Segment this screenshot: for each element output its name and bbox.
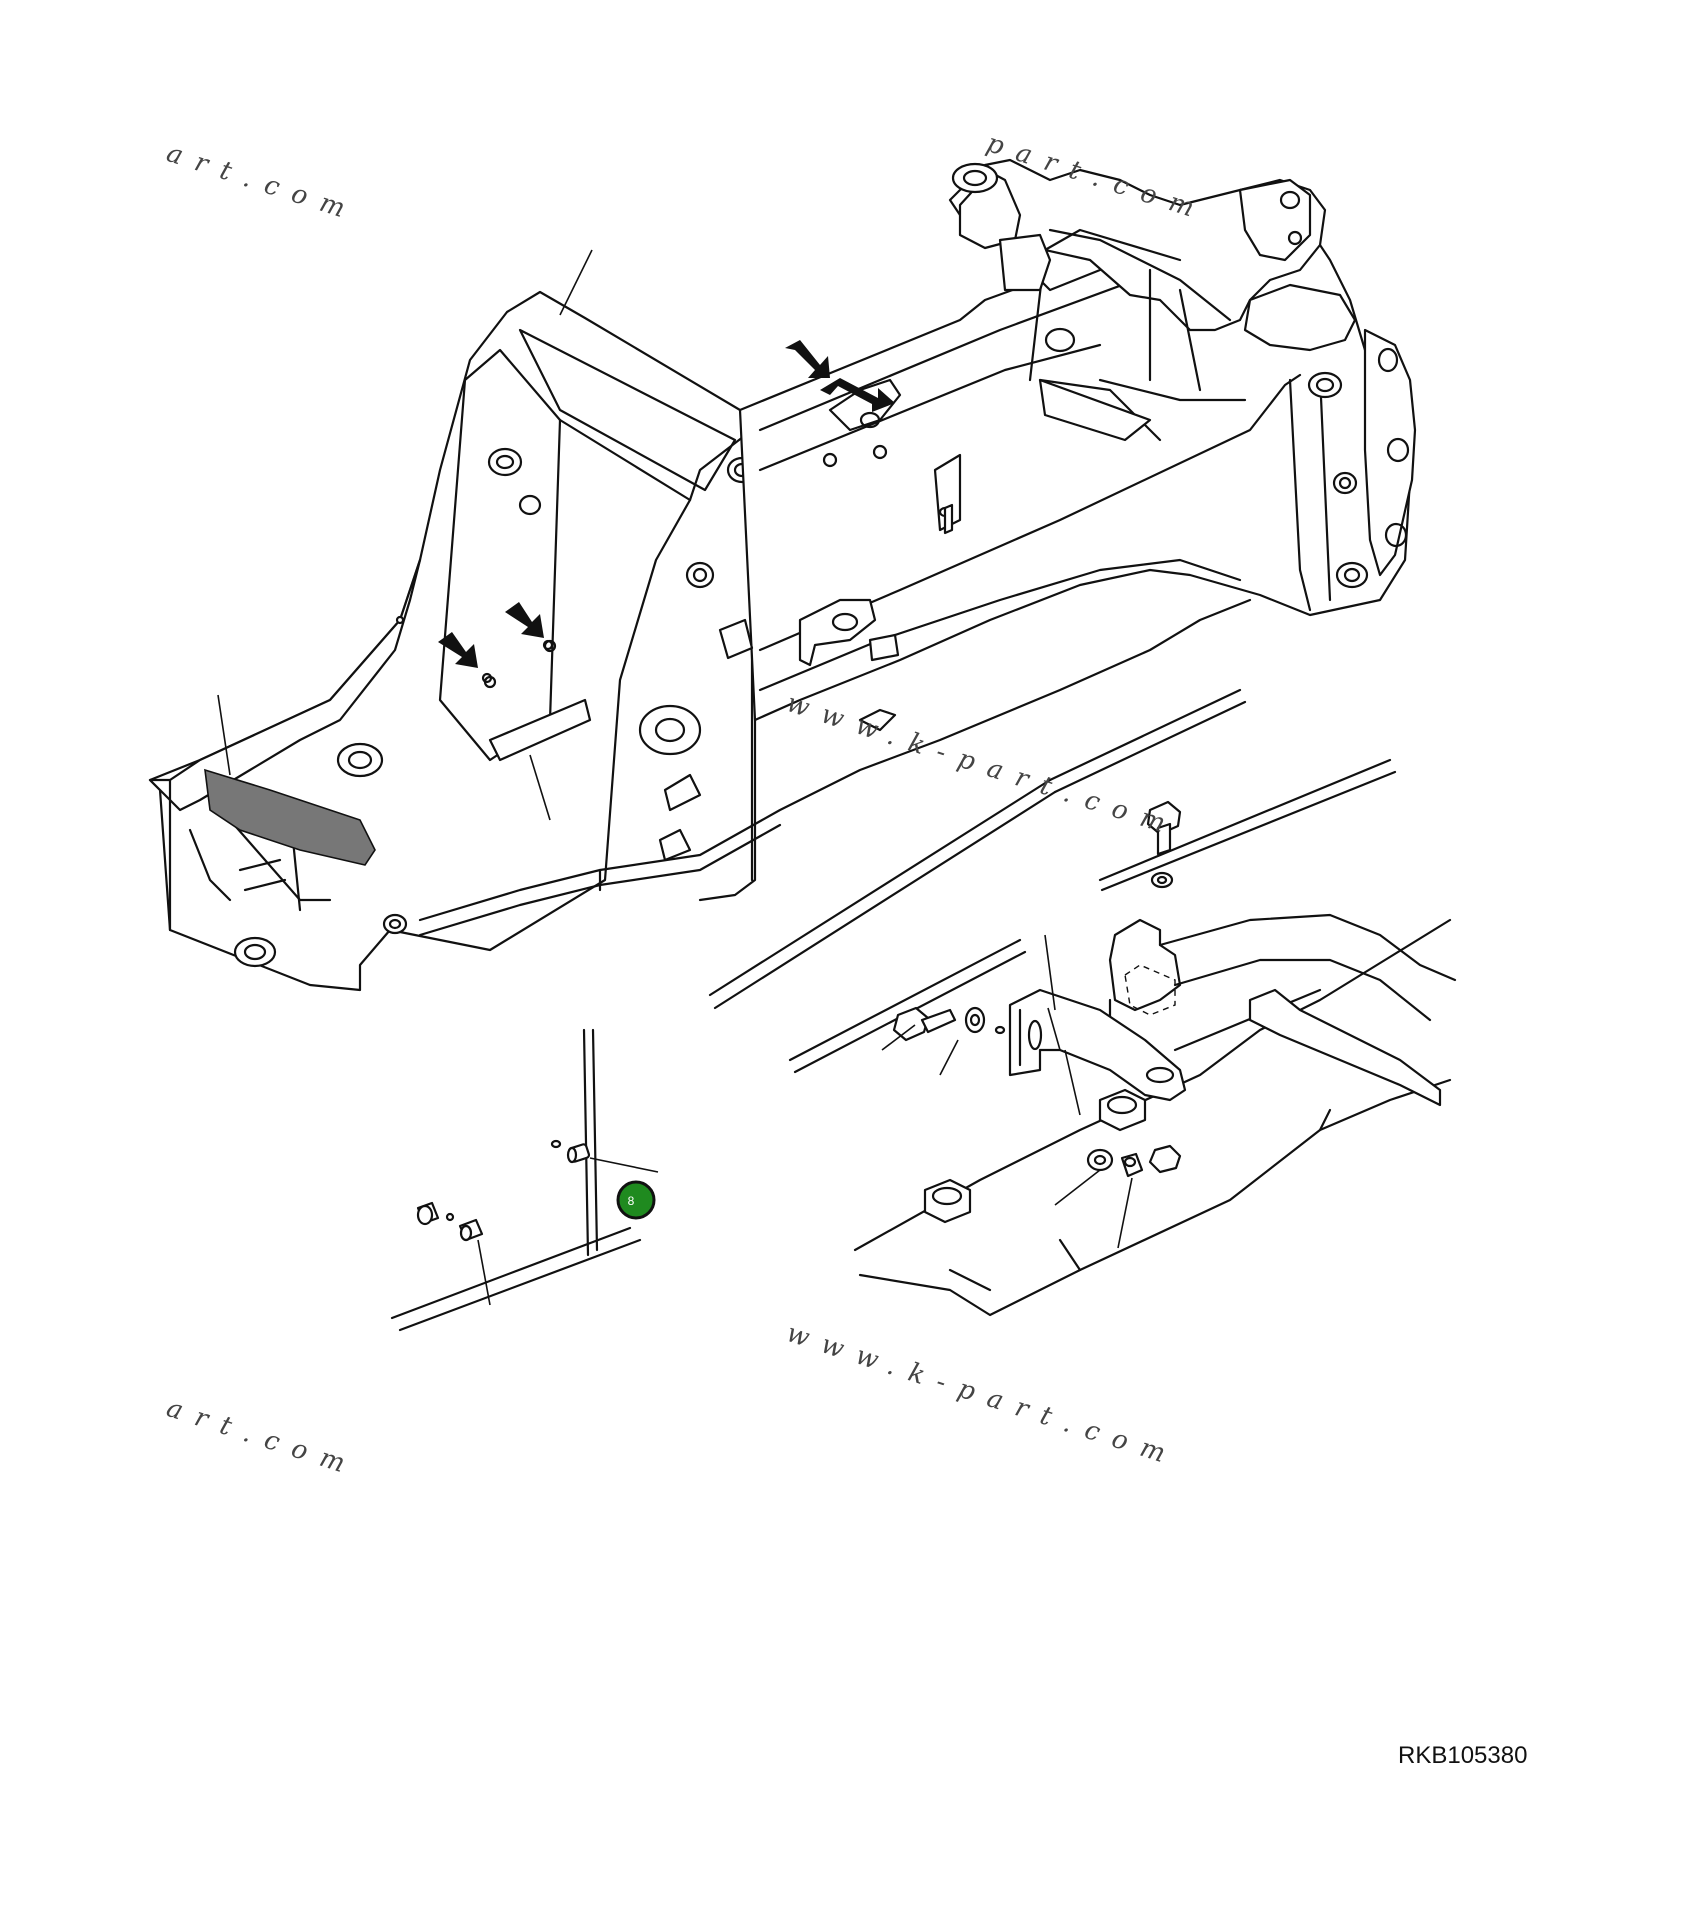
watermark-text: www.k-part.com — [783, 688, 1182, 843]
pin-detail-drawing — [390, 1028, 659, 1332]
main-frame-drawing — [148, 158, 1417, 992]
watermark-text: art.com — [163, 1393, 362, 1483]
drawing-reference-code: RKB105380 — [1398, 1742, 1527, 1769]
callout-badge-label[interactable]: 8 — [628, 1194, 635, 1208]
watermark-text: art.com — [163, 138, 362, 228]
bracket-detail-drawing — [708, 688, 1457, 1317]
callout-badge-8[interactable]: 8 — [616, 1180, 656, 1220]
watermark-text: www.k-part.com — [783, 1318, 1182, 1473]
callout-badge-circle[interactable] — [616, 1180, 656, 1220]
